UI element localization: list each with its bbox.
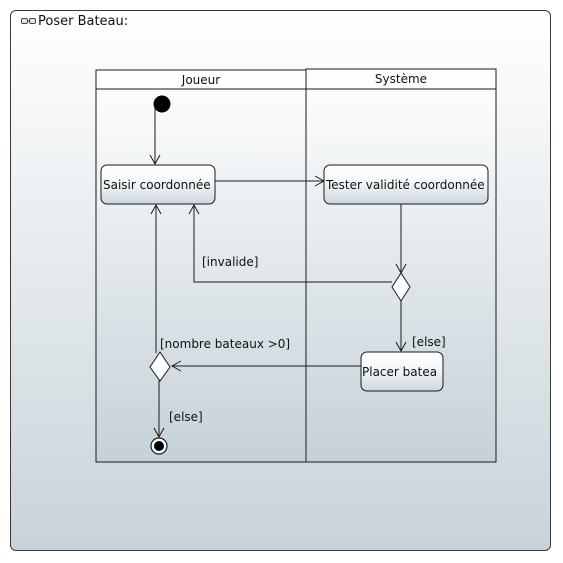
edge-decision-to-end-arrowhead — [153, 427, 165, 439]
edge-decision-to-saisir-arrowhead — [150, 203, 162, 215]
guard-nombre-bateaux: [nombre bateaux >0] — [160, 337, 290, 351]
diagram-title: Poser Bateau: — [38, 14, 129, 29]
decision-node-validite — [391, 272, 411, 302]
swimlane-joueur: Joueur — [95, 69, 307, 463]
final-node — [150, 437, 168, 455]
action-saisir-label: Saisir coordonnée — [103, 178, 211, 192]
action-placer-label: Placer batea — [362, 365, 437, 379]
initial-node — [153, 95, 171, 113]
action-placer-bateau[interactable]: Placer batea — [360, 351, 444, 392]
action-tester-label: Tester validité coordonnée — [325, 178, 485, 192]
edge-placer-to-decision-arrowhead — [170, 360, 182, 372]
edge-invalide-to-saisir — [193, 205, 392, 283]
guard-else-player: [else] — [169, 410, 203, 424]
action-tester-validite[interactable]: Tester validité coordonnée — [323, 164, 489, 205]
lane-label-systeme: Système — [375, 72, 427, 86]
edge-invalide-to-saisir-arrowhead — [188, 203, 200, 215]
activity-diagram-icon — [21, 18, 36, 24]
decision-node-nombre-bateaux — [149, 351, 171, 382]
lane-label-joueur: Joueur — [181, 73, 220, 87]
guard-invalide: [invalide] — [202, 255, 258, 269]
action-saisir-coordonnee[interactable]: Saisir coordonnée — [100, 164, 216, 205]
guard-else-system: [else] — [412, 335, 446, 349]
edge-decision-to-placer-arrowhead — [395, 341, 407, 353]
edge-start-to-saisir-arrowhead — [149, 154, 161, 166]
